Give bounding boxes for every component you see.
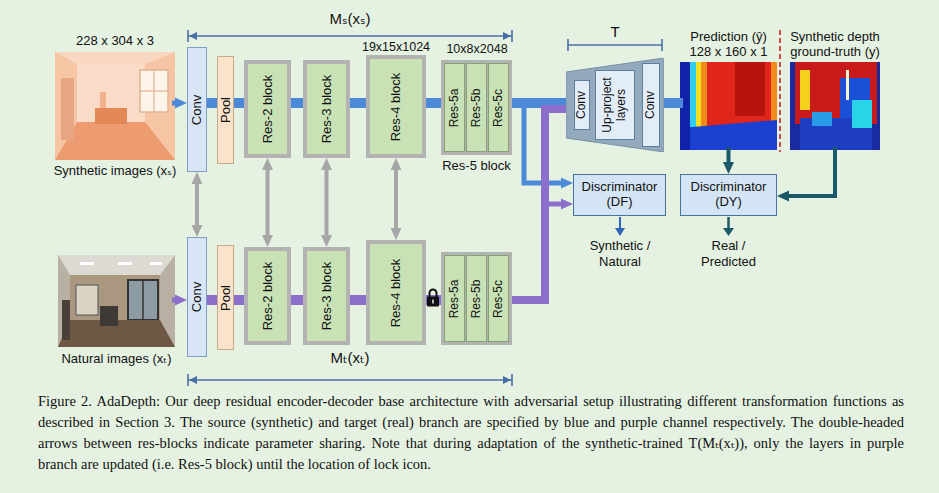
image-caption: Synthetic images (xₛ) — [54, 164, 177, 179]
conv-layer: Conv — [187, 47, 207, 172]
res-block: Res-4 block — [366, 240, 426, 345]
pool-layer: Pool — [217, 245, 234, 350]
block-label: Conv — [190, 282, 205, 312]
block-label: Res-4 block — [389, 72, 404, 141]
sharing-arrow — [266, 168, 270, 237]
sub-block: Res-5c — [488, 63, 509, 152]
output-arrows — [615, 217, 734, 236]
input-image: 228 x 304 x 3Synthetic images (xₛ) — [55, 52, 175, 160]
sub-block: Res-5b — [466, 63, 487, 152]
block-label: Res-4 block — [389, 258, 404, 327]
data-flow-line — [727, 147, 731, 164]
box-label: Discriminator (DF) — [574, 180, 665, 210]
sharing-arrow — [325, 168, 329, 237]
res-block: Res-2 block — [244, 60, 291, 158]
dimension-label: 128 x 160 x 1 — [689, 45, 767, 60]
decoder-trapezoid: TConvUp-project layersConv — [566, 58, 664, 152]
synthetic-room-image — [55, 52, 175, 160]
res-block: Res-3 block — [303, 247, 350, 345]
data-flow-line — [509, 109, 569, 300]
separator-dashed-line — [779, 30, 781, 152]
block-label: Res-3 block — [319, 262, 334, 331]
lock-icon — [427, 290, 439, 307]
image-title: Prediction (ŷ) — [690, 30, 767, 45]
depth-image: Prediction (ŷ)128 x 160 x 1 — [680, 62, 777, 150]
function-label: Mₜ(xₜ) — [331, 349, 370, 367]
block-label: Res-2 block — [260, 262, 275, 331]
upproject-layer: Up-project layers — [595, 70, 635, 140]
depth-image: Synthetic depth ground-truth (y) — [790, 62, 880, 150]
predicted-depth-map — [680, 62, 777, 150]
data-flow-line — [509, 204, 563, 300]
block-label: Res-5a — [448, 279, 462, 318]
input-image: Natural images (xₜ) — [58, 255, 175, 347]
block-label: Res-5a — [448, 88, 462, 127]
sub-block: Res-5a — [444, 63, 465, 152]
block-label: Conv — [190, 94, 205, 124]
block-label: Res-5c — [492, 88, 506, 126]
box-label: Discriminator (DY) — [681, 180, 776, 210]
ground-truth-depth-map — [790, 62, 880, 150]
block-label: Res-5b — [470, 279, 484, 318]
function-label: T — [610, 23, 619, 40]
natural-office-image — [58, 255, 175, 347]
block-label: Conv — [644, 91, 658, 119]
figure-caption: Figure 2. AdaDepth: Our deep residual en… — [38, 391, 904, 475]
block-label: Conv — [575, 91, 589, 119]
discriminator-box: Discriminator (DY) — [680, 174, 777, 216]
dimension-label: 228 x 304 x 3 — [76, 34, 154, 49]
res-block: Res-4 block — [366, 55, 426, 158]
res5-group: Res-5 blockRes-5aRes-5bRes-5c — [441, 60, 512, 155]
block-label: Up-project layers — [601, 73, 629, 137]
res-block: Res-3 block — [303, 60, 350, 158]
discriminator-box: Discriminator (DF) — [573, 174, 666, 216]
sharing-arrow — [195, 182, 199, 227]
image-caption: Natural images (xₜ) — [61, 352, 171, 367]
conv-layer: Conv — [574, 80, 590, 130]
dimension-label: 10x8x2048 — [446, 42, 507, 57]
data-flow-line — [661, 98, 683, 108]
block-label: Pool — [218, 97, 233, 123]
res-block: Res-2 block — [244, 247, 291, 345]
conv-layer: Conv — [642, 63, 660, 147]
res5-group: Res-5a Res-5b Res-5c — [441, 252, 512, 345]
data-flow-line — [787, 147, 835, 196]
data-flow-line — [509, 103, 563, 183]
block-label: Res-3 block — [319, 75, 334, 144]
dimension-label: 19x15x1024 — [362, 40, 430, 55]
output-label: Real / Predicted — [691, 238, 767, 269]
data-flow-line — [172, 101, 177, 106]
block-label: Pool — [218, 284, 233, 310]
trapezoid-outline — [566, 58, 664, 152]
function-label: Mₛ(xₛ) — [329, 10, 370, 28]
output-label: Synthetic / Natural — [582, 238, 658, 269]
sub-block: Res-5a — [444, 255, 465, 342]
group-label: Res-5 block — [442, 159, 511, 174]
data-flow-line — [172, 298, 177, 303]
conv-layer: Conv — [187, 237, 207, 357]
block-label: Res-2 block — [260, 75, 275, 144]
block-label: Res-5c — [492, 279, 506, 317]
sharing-arrow — [394, 168, 398, 230]
block-label: Res-5b — [470, 88, 484, 127]
pool-layer: Pool — [217, 56, 234, 164]
image-title: Synthetic depth ground-truth (y) — [783, 30, 887, 60]
sub-block: Res-5c — [488, 255, 509, 342]
sub-block: Res-5b — [466, 255, 487, 342]
